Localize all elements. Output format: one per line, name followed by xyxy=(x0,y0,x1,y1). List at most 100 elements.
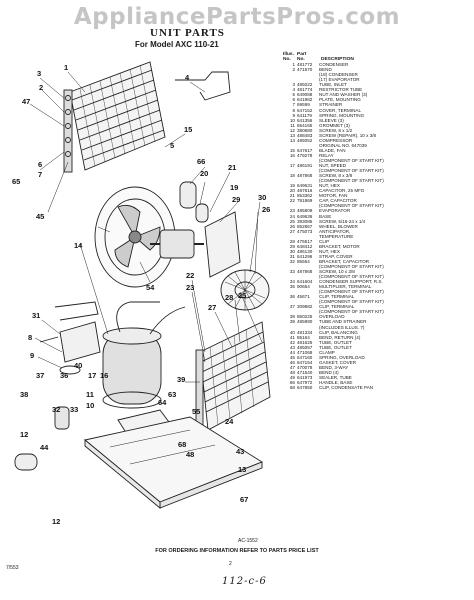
part-description: NUT, HEX xyxy=(319,183,340,189)
part-description: NUT AND WASHER (3) xyxy=(319,92,368,98)
part-description: BRACKET, MOTOR xyxy=(319,243,360,249)
part-illus-no: 22 xyxy=(289,198,295,204)
parts-row: (COMPONENT OF START KIT) xyxy=(283,158,474,163)
part-description: RESTRICTOR TUBE xyxy=(319,87,363,93)
part-illus-no: 46 xyxy=(289,359,295,365)
callout: 8 xyxy=(28,333,32,342)
part-number: 393085 xyxy=(297,218,313,224)
part-number: 487868 xyxy=(297,173,313,179)
part-description: CLIP, BALANCING xyxy=(319,329,358,335)
part-description: (COMPONENT OF START KIT) xyxy=(319,274,384,280)
part-description: (COMPONENT OF START KIT) xyxy=(319,203,384,209)
part-illus-no: 35 xyxy=(289,284,295,290)
part-illus-no: 15 xyxy=(289,147,295,153)
part-number: 485057 xyxy=(297,344,313,350)
part-number: 85164 xyxy=(297,334,310,340)
part-illus-no: 2 xyxy=(292,67,295,73)
callout: 10 xyxy=(86,401,94,410)
part-number: 45671 xyxy=(297,294,310,300)
part-description: SLEEVE (3) xyxy=(319,117,344,123)
header-no: No. xyxy=(283,57,291,63)
part-illus-no: 20 xyxy=(289,188,295,194)
part-number: 850225 xyxy=(297,314,313,320)
callout: 9 xyxy=(30,351,34,360)
part-number: 649631 xyxy=(297,183,313,189)
callout: 12 xyxy=(20,430,28,439)
part-description: SCREW (REPAIR), 10 x 3/8 xyxy=(319,132,377,138)
part-number: 471068 xyxy=(297,349,313,355)
part-number: 649636 xyxy=(297,213,313,219)
part-description: TUBE, OUTLET xyxy=(319,339,352,345)
part-description: CLIP xyxy=(319,238,330,244)
part-number: 85564 xyxy=(297,258,310,264)
callout: 16 xyxy=(100,371,108,380)
part-number: 481625 xyxy=(297,339,313,345)
condenser-coil xyxy=(63,61,166,173)
part-description: TUBE, INLET xyxy=(319,82,347,88)
callout: 19 xyxy=(230,183,238,192)
part-description: SCREW, 5/16-24 x 1/4 xyxy=(319,218,366,224)
header-part: Part xyxy=(297,52,307,57)
callout: 7 xyxy=(38,170,42,179)
callout: 24 xyxy=(225,417,234,426)
page-number: 2 xyxy=(229,561,232,567)
part-number: 470078 xyxy=(297,364,313,370)
part-illus-no: 24 xyxy=(289,213,295,219)
part-description: (COMPONENT OF START KIT) xyxy=(319,309,384,315)
part-number: 649088 xyxy=(297,92,313,98)
part-number: 641296 xyxy=(297,253,313,259)
part-description: CLIP, CONDENSATE PAN xyxy=(319,385,374,391)
part-description: BEND, RETURN (4) xyxy=(319,334,361,340)
part-description: GASKET, COVER xyxy=(319,359,357,365)
part-number: 641356 xyxy=(297,117,313,123)
part-illus-no: 18 xyxy=(289,173,295,179)
part-description: TUBE, OUTLET xyxy=(319,344,352,350)
callout: 11 xyxy=(86,390,94,399)
parts-row: (18) CONDENSER xyxy=(283,72,474,77)
callout: 3 xyxy=(37,69,41,78)
part-illus-no: 19 xyxy=(289,183,295,189)
part-illus-no: 27 xyxy=(289,228,295,234)
header-description: DESCRIPTION xyxy=(321,57,354,63)
part-illus-no: 13 xyxy=(289,132,295,138)
part-description: (COMPONENT OF START KIT) xyxy=(319,157,384,163)
part-illus-no: 31 xyxy=(289,253,295,259)
callout: 12 xyxy=(52,517,60,526)
part-number: 481334 xyxy=(297,329,313,335)
part-illus-no: 39 xyxy=(289,319,295,325)
part-number: 641982 xyxy=(297,97,313,103)
part-illus-no: 66 xyxy=(289,380,295,386)
callout: 28 xyxy=(225,293,233,302)
part-illus-no: 26 xyxy=(289,223,295,229)
page-title: UNIT PARTS xyxy=(150,27,225,39)
callout: 23 xyxy=(186,283,194,292)
part-description: BEND xyxy=(319,67,332,73)
callout: 40 xyxy=(74,361,82,370)
callout: 27 xyxy=(208,303,216,312)
part-description: CLIP, TERMINAL xyxy=(319,294,355,300)
ordering-notice: FOR ORDERING INFORMATION REFER TO PARTS … xyxy=(155,548,319,554)
part-illus-no: 23 xyxy=(289,208,295,214)
part-description: MOTOR, FAN xyxy=(319,193,348,199)
part-illus-no: 33 xyxy=(289,269,295,275)
parts-row: (COMPONENT OF START KIT) xyxy=(283,264,474,269)
part-illus-no: 14 xyxy=(289,137,295,143)
callout: 37 xyxy=(36,371,44,380)
part-description: CLIP, TERMINAL xyxy=(319,304,355,310)
part-number: 485809 xyxy=(297,208,313,214)
part-number: 471570 xyxy=(297,67,313,73)
